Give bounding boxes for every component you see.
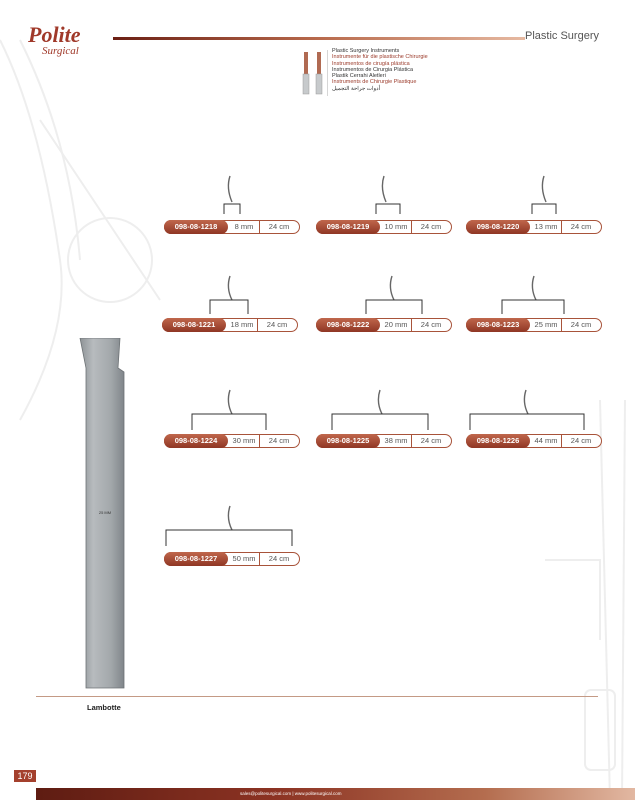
- product-size: 18 mm: [230, 320, 254, 329]
- pill-divider: [259, 221, 260, 233]
- product-code: 098-08-1225: [316, 434, 380, 448]
- product-code: 098-08-1218: [164, 220, 228, 234]
- product-code: 098-08-1221: [162, 318, 226, 332]
- product-pill: 098-08-1223 25 mm 24 cm: [466, 318, 602, 332]
- product-length: 24 cm: [268, 436, 290, 445]
- instrument-marking: 25 MM: [99, 510, 111, 515]
- product-code: 098-08-1227: [164, 552, 228, 566]
- pill-divider: [411, 435, 412, 447]
- pill-divider: [411, 319, 412, 331]
- product-size: 30 mm: [232, 436, 256, 445]
- footer-bar: [36, 788, 635, 800]
- pill-divider: [259, 553, 260, 565]
- pill-divider: [259, 435, 260, 447]
- product-code: 098-08-1223: [466, 318, 530, 332]
- pill-divider: [561, 221, 562, 233]
- product-pill: 098-08-1220 13 mm 24 cm: [466, 220, 602, 234]
- language-line: Plastik Cerrahi Aletleri: [332, 73, 386, 80]
- product-item[interactable]: 098-08-1226 44 mm 24 cm: [466, 434, 602, 448]
- page-number: 179: [14, 770, 36, 782]
- product-item[interactable]: 098-08-1225 38 mm 24 cm: [316, 434, 452, 448]
- product-item[interactable]: 098-08-1219 10 mm 24 cm: [316, 220, 452, 234]
- product-size: 8 mm: [234, 222, 254, 231]
- product-size: 10 mm: [384, 222, 408, 231]
- language-line: Instruments de Chirurgie Plastique: [332, 79, 417, 86]
- product-length: 24 cm: [268, 554, 290, 563]
- product-pill: 098-08-1225 38 mm 24 cm: [316, 434, 452, 448]
- product-length: 24 cm: [570, 436, 592, 445]
- blade-width-diagram: [331, 389, 429, 430]
- product-length: 24 cm: [570, 320, 592, 329]
- product-pill: 098-08-1218 8 mm 24 cm: [164, 220, 300, 234]
- caption-divider: [36, 696, 598, 697]
- product-length: 24 cm: [268, 222, 290, 231]
- pill-divider: [561, 435, 562, 447]
- product-pill: 098-08-1219 10 mm 24 cm: [316, 220, 452, 234]
- product-length: 24 cm: [420, 436, 442, 445]
- product-item[interactable]: 098-08-1223 25 mm 24 cm: [466, 318, 602, 332]
- lambotte-osteotome-image: 25 MM: [79, 338, 125, 689]
- blade-width-diagram: [531, 175, 557, 214]
- product-size: 13 mm: [534, 222, 558, 231]
- blade-width-diagram: [191, 389, 267, 430]
- product-length: 24 cm: [420, 222, 442, 231]
- product-code: 098-08-1222: [316, 318, 380, 332]
- language-list: Plastic Surgery Instruments Instrumente …: [332, 48, 428, 92]
- language-line: Instrumentos de cirugía plástica: [332, 60, 410, 67]
- product-code: 098-08-1224: [164, 434, 228, 448]
- product-size: 50 mm: [232, 554, 256, 563]
- instrument-caption: Lambotte: [87, 703, 121, 712]
- product-size: 20 mm: [384, 320, 408, 329]
- product-item[interactable]: 098-08-1224 30 mm 24 cm: [164, 434, 300, 448]
- product-pill: 098-08-1227 50 mm 24 cm: [164, 552, 300, 566]
- product-pill: 098-08-1221 18 mm 24 cm: [162, 318, 298, 332]
- product-code: 098-08-1226: [466, 434, 530, 448]
- language-line: أدوات جراحة التجميل: [332, 85, 381, 92]
- footer-contact[interactable]: sales@politesurgical.com | www.politesur…: [240, 791, 342, 796]
- pill-divider: [257, 319, 258, 331]
- product-size: 44 mm: [534, 436, 558, 445]
- blade-width-diagram: [223, 175, 241, 214]
- product-code: 098-08-1219: [316, 220, 380, 234]
- blade-width-diagram: [209, 275, 249, 314]
- section-title: Plastic Surgery: [525, 30, 599, 42]
- product-code: 098-08-1220: [466, 220, 530, 234]
- blade-width-diagram: [469, 389, 585, 430]
- brand-tagline: Surgical: [42, 45, 79, 57]
- language-line: Plastic Surgery Instruments: [332, 48, 400, 54]
- product-item[interactable]: 098-08-1221 18 mm 24 cm: [162, 318, 298, 332]
- brand-name: Polite: [28, 22, 81, 47]
- product-item[interactable]: 098-08-1222 20 mm 24 cm: [316, 318, 452, 332]
- instrument-category-icon: [302, 50, 328, 96]
- product-size: 25 mm: [534, 320, 558, 329]
- product-pill: 098-08-1226 44 mm 24 cm: [466, 434, 602, 448]
- blade-width-diagram: [375, 175, 401, 214]
- blade-width-diagram: [501, 275, 565, 314]
- product-length: 24 cm: [570, 222, 592, 231]
- blade-width-diagram: [365, 275, 423, 314]
- pill-divider: [561, 319, 562, 331]
- language-line: Instrumente für die plastische Chirurgie: [332, 54, 428, 61]
- product-pill: 098-08-1224 30 mm 24 cm: [164, 434, 300, 448]
- product-length: 24 cm: [266, 320, 288, 329]
- language-line: Instrumentos de Cirurgia Plástica: [332, 66, 414, 73]
- product-item[interactable]: 098-08-1218 8 mm 24 cm: [164, 220, 300, 234]
- product-length: 24 cm: [420, 320, 442, 329]
- product-item[interactable]: 098-08-1227 50 mm 24 cm: [164, 552, 300, 566]
- pill-divider: [411, 221, 412, 233]
- product-size: 38 mm: [384, 436, 408, 445]
- blade-width-diagram: [165, 505, 293, 546]
- product-item[interactable]: 098-08-1220 13 mm 24 cm: [466, 220, 602, 234]
- brand-logo: Polite Surgical: [28, 24, 81, 57]
- product-pill: 098-08-1222 20 mm 24 cm: [316, 318, 452, 332]
- header-divider: [113, 37, 525, 40]
